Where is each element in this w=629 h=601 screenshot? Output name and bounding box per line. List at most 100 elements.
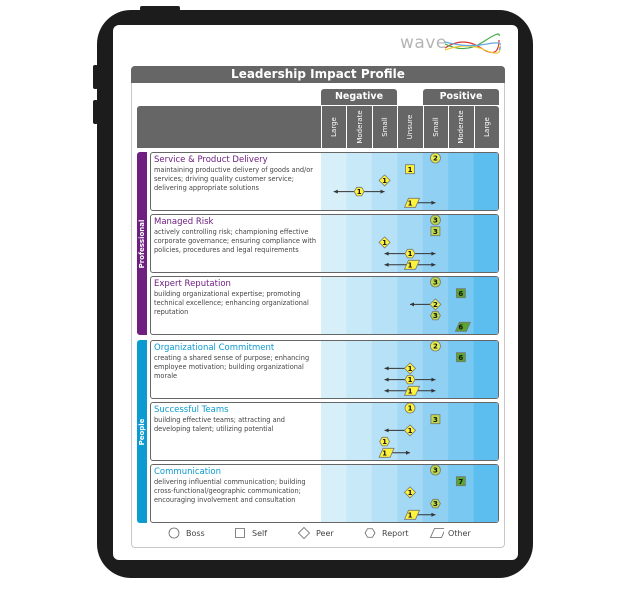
peer-marker xyxy=(429,298,442,311)
marker-value: 1 xyxy=(408,376,413,384)
arrowhead-icon xyxy=(380,189,385,194)
marker-value: 3 xyxy=(433,312,438,320)
arrowhead-icon xyxy=(406,450,411,455)
column-band xyxy=(448,465,475,522)
diamond-icon xyxy=(298,527,311,539)
negative-impact-header: Negative Impact xyxy=(321,89,397,118)
column-band xyxy=(371,341,398,398)
column-header-row xyxy=(137,106,499,148)
marker-value: 1 xyxy=(408,365,413,373)
competency-description: actively controlling risk; championing e… xyxy=(154,228,317,254)
column-band xyxy=(371,465,398,522)
boss-marker xyxy=(430,465,441,476)
legend-label: Self xyxy=(252,528,268,538)
square-shape xyxy=(235,528,245,538)
legend-label: Peer xyxy=(316,528,334,538)
report-marker xyxy=(404,374,416,385)
arrowhead-icon xyxy=(384,388,389,393)
arrowhead-icon xyxy=(431,388,436,393)
hexagon-shape xyxy=(364,528,376,538)
marker-value: 1 xyxy=(408,489,413,497)
column-band xyxy=(448,403,475,460)
competency-description: creating a shared sense of purpose; enha… xyxy=(154,354,310,380)
hexagon-icon xyxy=(364,528,376,538)
legend-item-self: Self xyxy=(234,527,267,539)
marker-value: 1 xyxy=(382,177,387,185)
arrowhead-icon xyxy=(431,251,436,256)
column-band xyxy=(346,215,373,272)
legend-label: Other xyxy=(448,528,471,538)
other-marker xyxy=(403,509,421,520)
arrowhead-icon xyxy=(384,262,389,267)
column-band xyxy=(321,403,347,460)
self-marker xyxy=(455,476,466,487)
marker-value: 3 xyxy=(433,416,438,424)
column-label: Moderate xyxy=(355,110,364,144)
peer-marker xyxy=(378,174,391,187)
column-header-moderate: Moderate xyxy=(448,106,473,148)
column-band xyxy=(448,153,475,210)
arrowhead-icon xyxy=(384,366,389,371)
other-marker xyxy=(454,321,471,332)
peer-marker xyxy=(403,424,417,437)
self-marker xyxy=(405,164,415,175)
section-professional: Professional xyxy=(137,152,147,335)
arrowhead-icon xyxy=(410,302,415,307)
boss-marker xyxy=(430,277,441,288)
marker-value: 1 xyxy=(408,511,413,519)
column-band xyxy=(473,341,498,398)
marker-value: 3 xyxy=(433,500,438,508)
column-band xyxy=(346,465,373,522)
report-marker xyxy=(353,186,365,197)
peer-marker xyxy=(403,362,417,375)
arrowhead-icon xyxy=(431,512,436,517)
column-label: Large xyxy=(482,117,491,137)
page-title: Leadership Impact Profile xyxy=(131,66,505,83)
legend-item-peer: Peer xyxy=(298,527,334,539)
competency-title: Successful Teams xyxy=(154,405,229,415)
column-header-unsure: Unsure xyxy=(397,106,422,148)
column-band xyxy=(448,215,475,272)
arrowhead-icon xyxy=(431,200,436,205)
other-marker xyxy=(403,197,421,208)
arrowhead-icon xyxy=(431,377,436,382)
competency-title: Managed Risk xyxy=(154,217,214,227)
column-header-small: Small xyxy=(371,106,397,148)
marker-value: 2 xyxy=(433,343,438,351)
self-marker xyxy=(455,288,466,299)
volume-up-button xyxy=(93,65,98,89)
boss-marker xyxy=(430,215,441,226)
section-people: People xyxy=(137,340,147,523)
column-header-moderate: Moderate xyxy=(346,106,371,148)
legend-item-report: Report xyxy=(364,527,409,539)
column-label: Small xyxy=(381,117,390,137)
legend-item-boss: Boss xyxy=(168,527,205,539)
parallelogram-shape xyxy=(430,528,444,538)
marker-value: 1 xyxy=(408,250,413,258)
marker-value: 2 xyxy=(433,155,438,163)
column-band xyxy=(321,341,347,398)
arrowhead-icon xyxy=(384,377,389,382)
marker-value: 2 xyxy=(433,301,438,309)
legend-item-other: Other xyxy=(430,527,471,539)
competency-description: building effective teams; attracting and… xyxy=(154,416,285,433)
column-band xyxy=(321,215,347,272)
marker-value: 1 xyxy=(382,438,387,446)
circle-icon xyxy=(168,527,180,539)
legend-label: Boss xyxy=(186,528,205,538)
boss-marker xyxy=(404,403,416,414)
column-band xyxy=(371,277,398,334)
positive-impact-header: Positive Impact xyxy=(423,89,499,118)
column-band xyxy=(397,277,424,334)
section-label: People xyxy=(138,418,146,445)
marker-value: 1 xyxy=(408,387,413,395)
